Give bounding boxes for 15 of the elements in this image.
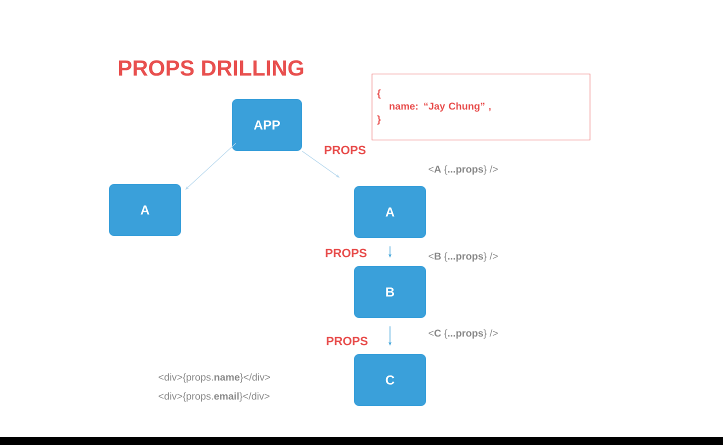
edge-label: PROPS [325, 336, 369, 346]
edge-label: PROPS [324, 248, 368, 258]
title: PROPS DRILLING [119, 60, 304, 76]
edge-label: PROPS [323, 144, 367, 156]
component-box: C [354, 354, 426, 406]
code-text: <div>{props.name}</div> [158, 373, 270, 383]
code-text: <C {...props} /> [428, 329, 498, 339]
component-box: A [354, 186, 426, 238]
code-text: <div>{props.email}</div> [158, 392, 270, 402]
object-box: { name: “Jay Chung” , } [372, 74, 590, 140]
code-text: <B {...props} /> [428, 252, 498, 262]
component-box: B [354, 266, 426, 318]
component-box: A [109, 184, 181, 236]
component-box: APP [232, 99, 302, 151]
code-text: <A {...props} /> [428, 165, 498, 175]
